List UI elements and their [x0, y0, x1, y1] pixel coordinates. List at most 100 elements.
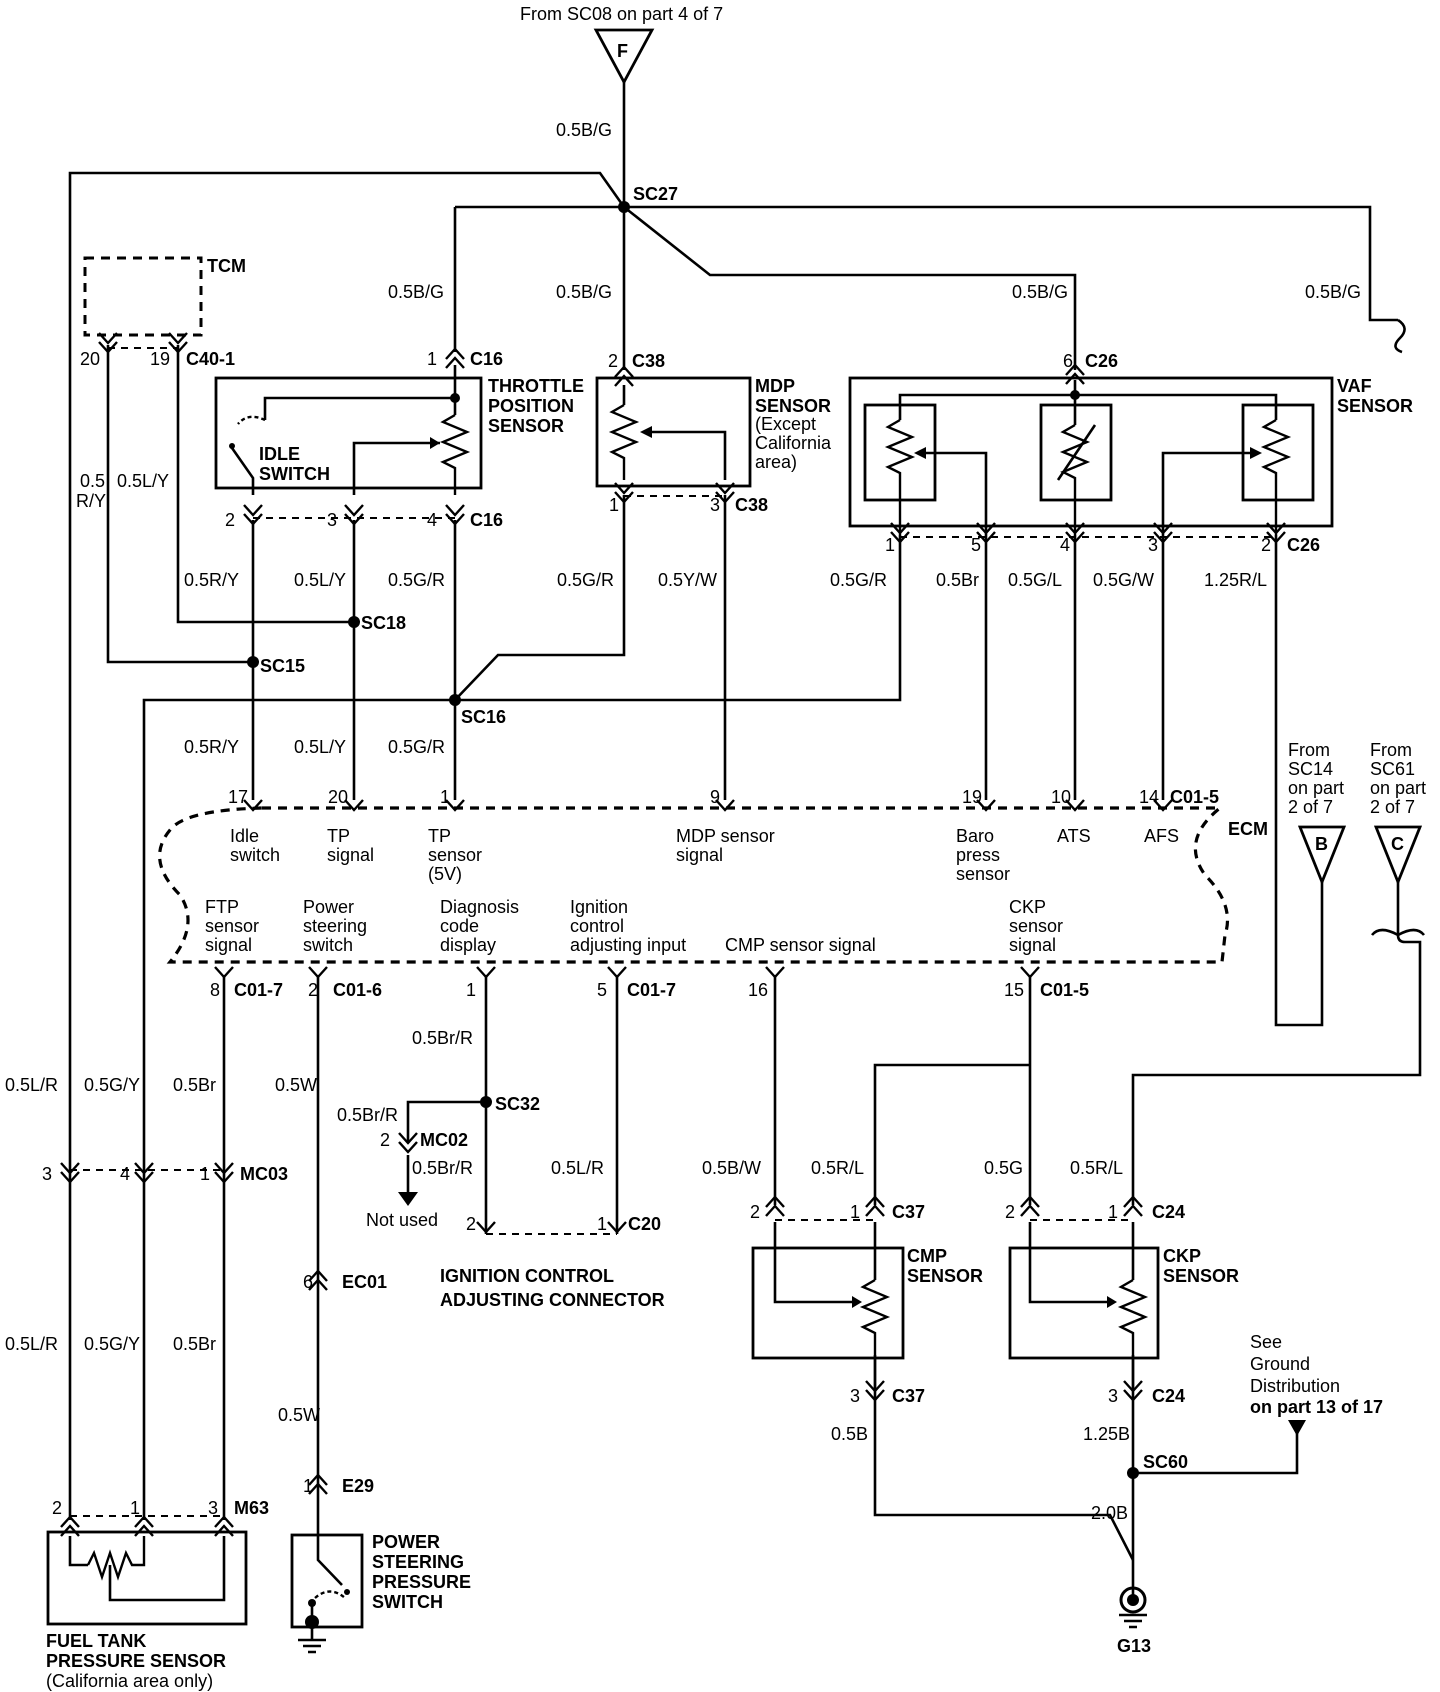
wire-b125: 1.25B — [1083, 1424, 1130, 1444]
ecm-label: ECM — [1228, 819, 1268, 839]
wire-bg-right: 0.5B/G — [1305, 282, 1361, 302]
pin-vaf6: 6 — [1063, 351, 1073, 371]
psps-label-4: SWITCH — [372, 1592, 443, 1612]
conn-mc02: MC02 — [420, 1130, 468, 1150]
wire-tcm-ry: 0.5 — [80, 471, 105, 491]
wire-lr1: 0.5L/R — [5, 1075, 58, 1095]
ecm-outline — [158, 806, 1230, 964]
ecm-tp-sen-3: (5V) — [428, 864, 462, 884]
mdp-note-2: California — [755, 433, 832, 453]
cmp-box — [751, 1246, 905, 1360]
pin-e2: 2 — [308, 980, 318, 1000]
wire-bg-tps: 0.5B/G — [388, 282, 444, 302]
wire-lr2: 0.5L/R — [5, 1334, 58, 1354]
wire-bw: 0.5B/W — [702, 1158, 761, 1178]
ground-ref-1: See — [1250, 1332, 1282, 1352]
pin-vaf5: 5 — [971, 535, 981, 555]
wire-ly1: 0.5L/Y — [294, 570, 346, 590]
pin-cmp1: 1 — [850, 1202, 860, 1222]
ign-label-1: IGNITION CONTROL — [440, 1266, 614, 1286]
conn-c20: C20 — [628, 1214, 661, 1234]
ecm-ps-1: Power — [303, 897, 354, 917]
ecm-baro-2: press — [956, 845, 1000, 865]
splice-sc15: SC15 — [260, 656, 305, 676]
wire-w2: 0.5W — [278, 1405, 320, 1425]
pin-tps4: 4 — [427, 510, 437, 530]
wire-gr1: 0.5G/R — [388, 570, 445, 590]
g13-ground-icon — [1119, 1586, 1147, 1629]
wire-w1: 0.5W — [275, 1075, 317, 1095]
triangle-b — [1297, 825, 1347, 886]
wire-bg-vaf: 0.5B/G — [1012, 282, 1068, 302]
conn-mc03: MC03 — [240, 1164, 288, 1184]
splice-sc60: SC60 — [1143, 1452, 1188, 1472]
pin-mc03-3: 3 — [42, 1164, 52, 1184]
pin-ed1: 1 — [466, 980, 476, 1000]
cmp-internals — [773, 1222, 891, 1388]
wire-gr2: 0.5G/R — [388, 737, 445, 757]
psps-ground-icon — [298, 1615, 326, 1654]
pin-ckp3: 3 — [1108, 1386, 1118, 1406]
idle-label-2: SWITCH — [259, 464, 330, 484]
pin-m63-1: 1 — [130, 1498, 140, 1518]
vaf-label-2: SENSOR — [1337, 396, 1413, 416]
pin-tcm19: 19 — [150, 349, 170, 369]
pin-tps2: 2 — [225, 510, 235, 530]
wire-gy2: 0.5G/Y — [84, 1334, 140, 1354]
ecm-ckp-2: sensor — [1009, 916, 1063, 936]
pin-vaf2: 2 — [1261, 535, 1271, 555]
pin-c20-2: 2 — [466, 1214, 476, 1234]
pin-e19: 19 — [962, 787, 982, 807]
pin-m63-3: 3 — [208, 1498, 218, 1518]
conn-c01-7a: C01-7 — [234, 980, 283, 1000]
pin-mc02-2: 2 — [380, 1130, 390, 1150]
wire-vaf-gl: 0.5G/L — [1008, 570, 1062, 590]
vaf-box — [848, 376, 1334, 528]
splice-sc18: SC18 — [361, 613, 406, 633]
ecm-tp-sig-1: TP — [327, 826, 350, 846]
ftp-box — [46, 1530, 248, 1626]
wire-br1: 0.5Br — [173, 1075, 216, 1095]
pin-c20-1: 1 — [597, 1214, 607, 1234]
ecm-tp-sen-1: TP — [428, 826, 451, 846]
splice-sc16: SC16 — [461, 707, 506, 727]
wire-brr1: 0.5Br/R — [412, 1028, 473, 1048]
conn-c01-5a: C01-5 — [1170, 787, 1219, 807]
ckp-label-1: CKP — [1163, 1246, 1201, 1266]
triangle-b-letter: B — [1315, 834, 1328, 854]
pin-tps1: 1 — [427, 349, 437, 369]
pin-e16: 16 — [748, 980, 768, 1000]
ref-b-4: 2 of 7 — [1288, 797, 1333, 817]
wire-bg-top: 0.5B/G — [556, 120, 612, 140]
tcm-label: TCM — [207, 256, 246, 276]
pin-cmp2: 2 — [750, 1202, 760, 1222]
conn-g13: G13 — [1117, 1636, 1151, 1656]
ecm-diag-3: display — [440, 935, 496, 955]
mdp-internals — [608, 385, 727, 480]
conn-c16a: C16 — [470, 349, 503, 369]
ecm-ign-2: control — [570, 916, 624, 936]
pin-ckp1: 1 — [1108, 1202, 1118, 1222]
pin-mc03-1: 1 — [200, 1164, 210, 1184]
ecm-ftp-1: FTP — [205, 897, 239, 917]
mdp-label-1: MDP — [755, 376, 795, 396]
pin-vaf3: 3 — [1148, 535, 1158, 555]
wire-yw-mdp: 0.5Y/W — [658, 570, 717, 590]
mdp-note-3: area) — [755, 452, 797, 472]
pin-e9: 9 — [710, 787, 720, 807]
pin-e14: 14 — [1139, 787, 1159, 807]
tps-box — [214, 376, 483, 490]
ecm-cmp: CMP sensor signal — [725, 935, 876, 955]
pin-vaf1: 1 — [885, 535, 895, 555]
pin-vaf4: 4 — [1060, 535, 1070, 555]
ftp-note: (California area only) — [46, 1671, 213, 1691]
ckp-internals — [1028, 1222, 1149, 1388]
wire-brr3: 0.5Br/R — [412, 1158, 473, 1178]
pin-e20: 20 — [328, 787, 348, 807]
triangle-f-letter: F — [617, 41, 628, 61]
psps-label-3: PRESSURE — [372, 1572, 471, 1592]
pin-e29-1: 1 — [303, 1476, 313, 1496]
ecm-tp-sig-2: signal — [327, 845, 374, 865]
psps-label-1: POWER — [372, 1532, 440, 1552]
wire-tcm-ry-b: R/Y — [76, 491, 106, 511]
